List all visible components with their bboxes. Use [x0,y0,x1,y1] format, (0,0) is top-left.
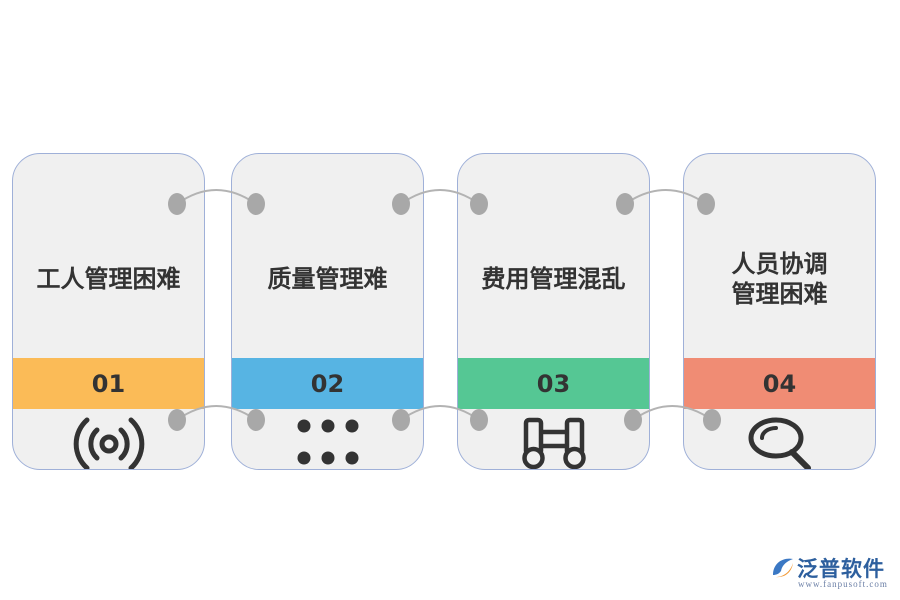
card-number-band: 02 [232,358,423,409]
card-number: 01 [91,369,126,398]
binoculars-icon [521,417,586,469]
card-04: 人员协调 管理困难 04 [683,153,876,470]
fanpu-logo-icon [773,558,793,578]
card-number: 02 [310,369,345,398]
logo-url: www.fanpusoft.com [798,579,888,589]
card-number-band: 04 [684,358,875,409]
signal-broadcast-icon [73,417,144,469]
logo-name: 泛普软件 [797,557,885,581]
card-number: 04 [762,369,797,398]
card-title: 工人管理困难 [36,265,181,293]
six-dots-grid-icon [297,419,358,465]
card-number-band: 03 [458,358,649,409]
card-number-band: 01 [13,358,204,409]
card-03: 费用管理混乱 03 [457,153,650,470]
card-title: 人员协调 管理困难 [731,250,828,308]
card-number: 03 [536,369,571,398]
card-title: 费用管理混乱 [481,265,626,293]
magnifier-icon [748,417,811,469]
card-title: 质量管理难 [267,265,388,293]
brand-logo: 泛普软件 www.fanpusoft.com [770,553,895,595]
card-01: 工人管理困难 01 [12,153,205,470]
card-02: 质量管理难 02 [231,153,424,470]
